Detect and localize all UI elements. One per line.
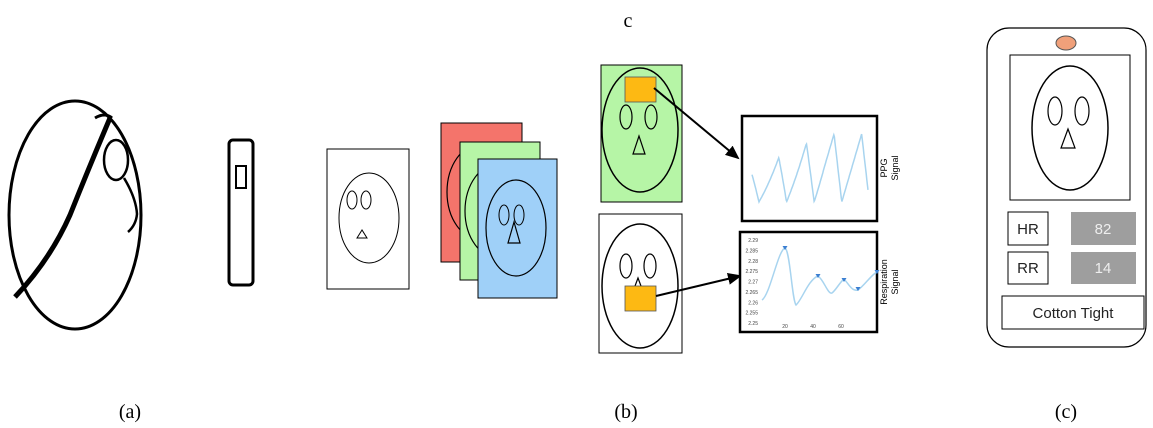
top-label: c: [624, 10, 633, 32]
clothing-box: [1001, 295, 1145, 330]
respiration-y-tick: 2.285: [745, 248, 758, 254]
respiration-peak-marker: [874, 270, 880, 274]
respiration-peak-marker: [841, 278, 847, 282]
wearable-device: [227, 138, 255, 287]
rr-label: RR: [1017, 260, 1039, 277]
respiration-peak-marker: [815, 274, 821, 278]
respiration-x-tick: 40: [810, 324, 816, 330]
respiration-y-tick: 2.26: [748, 300, 758, 306]
green-roi-frame: [600, 64, 683, 203]
clothing-label: Cotton Tight: [1033, 305, 1115, 322]
phone-mockup: HR 82 RR 14 Cotton Tight: [986, 27, 1147, 348]
rr-value: 14: [1095, 260, 1112, 277]
respiration-arrow: [655, 272, 742, 297]
respiration-peak-markers: [782, 246, 880, 291]
hr-label: HR: [1017, 221, 1039, 238]
ear-sensor: [102, 138, 130, 182]
face-frame: [326, 148, 410, 290]
ppg-label-line1: PPG: [879, 158, 889, 177]
caption-c: (c): [1055, 401, 1077, 423]
blue-channel-frame: [477, 158, 558, 299]
respiration-y-tick: 2.27: [748, 280, 758, 286]
respiration-waveform: [761, 247, 878, 307]
respiration-label-line2: Signal: [890, 269, 900, 294]
respiration-y-tick: 2.255: [745, 311, 758, 317]
rr-label-box: [1007, 251, 1049, 285]
hr-label-box: [1007, 211, 1049, 246]
respiration-y-ticks: 2.29 2.285 2.28 2.275 2.27 2.265 2.26 2.255 2.25: [745, 238, 758, 327]
respiration-plot: 2.29 2.285 2.28 2.275 2.27 2.265 2.26 2.255 2.25…: [738, 230, 900, 334]
head-illustration: [7, 99, 143, 331]
chest-roi: [624, 285, 657, 312]
ppg-plot: PPG Signal: [740, 114, 900, 223]
camera-dot: [1055, 35, 1077, 51]
respiration-y-tick: 2.29: [748, 238, 758, 244]
ppg-label-line2: Signal: [890, 155, 900, 180]
forehead-roi: [624, 76, 657, 103]
respiration-x-tick: 60: [838, 324, 844, 330]
respiration-label-line1: Respiration: [879, 259, 889, 305]
respiration-x-ticks: 20 40 60: [782, 324, 844, 330]
respiration-y-tick: 2.28: [748, 259, 758, 265]
ppg-arrow: [653, 87, 740, 160]
respiration-y-tick: 2.265: [745, 290, 758, 296]
respiration-peak-marker: [855, 287, 861, 291]
caption-a: (a): [119, 401, 141, 423]
respiration-peak-marker: [782, 246, 788, 250]
hr-value-box: [1071, 212, 1136, 245]
ppg-waveform: [751, 132, 869, 204]
rr-value-box: [1071, 252, 1136, 284]
hr-value: 82: [1095, 221, 1112, 238]
caption-b: (b): [614, 401, 637, 423]
respiration-x-tick: 20: [782, 324, 788, 330]
rgb-frame-stack: [440, 122, 558, 299]
respiration-y-tick: 2.275: [745, 269, 758, 275]
white-roi-frame: [598, 213, 683, 354]
respiration-y-tick: 2.25: [748, 321, 758, 327]
